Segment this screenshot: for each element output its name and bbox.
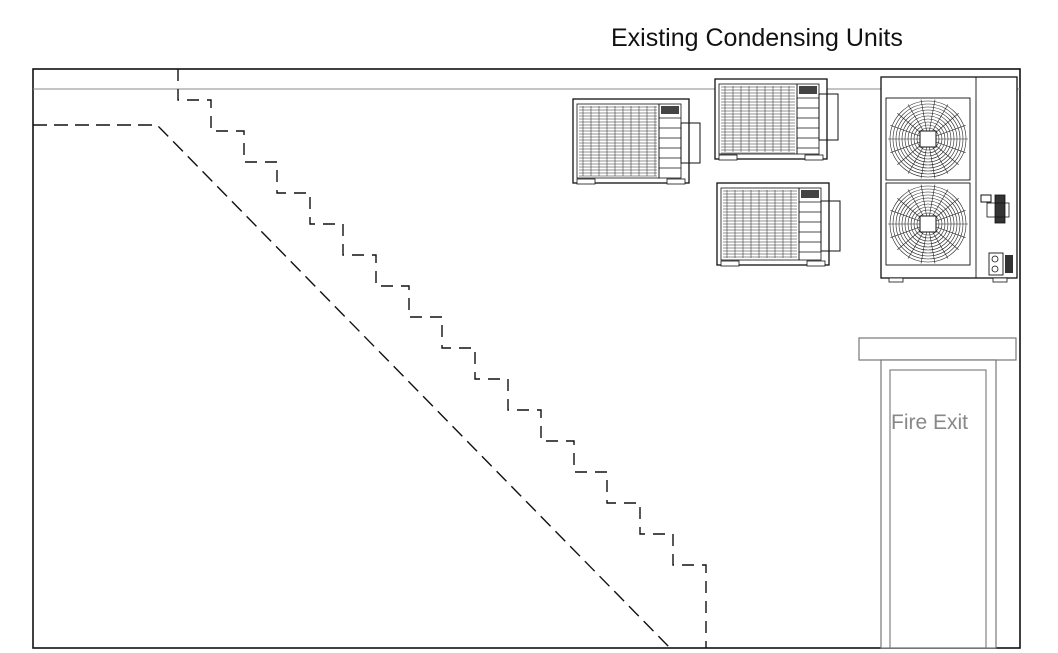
condensing-unit-4-twin-fan: [880, 76, 1018, 283]
condensing-unit-2: [714, 78, 839, 161]
fan-grille: [721, 86, 819, 154]
fire-exit-door: Fire Exit: [858, 337, 1017, 649]
fire-exit-label: Fire Exit: [891, 411, 968, 434]
fan-grille: [723, 190, 821, 258]
door-frame: [880, 359, 997, 649]
stair-steps-hidden-line: [177, 69, 707, 648]
condensing-unit-1: [572, 98, 701, 185]
drawing-title: Existing Condensing Units: [611, 24, 903, 52]
fan-grille: [579, 106, 681, 177]
condensing-unit-3: [716, 182, 841, 267]
stair-stringer-hidden-line: [33, 124, 671, 649]
door-leaf: [889, 369, 987, 649]
wall-outline: [32, 68, 1021, 649]
fan-icon: [888, 99, 968, 179]
fan-icon: [888, 184, 968, 264]
door-canopy: [858, 337, 1017, 361]
